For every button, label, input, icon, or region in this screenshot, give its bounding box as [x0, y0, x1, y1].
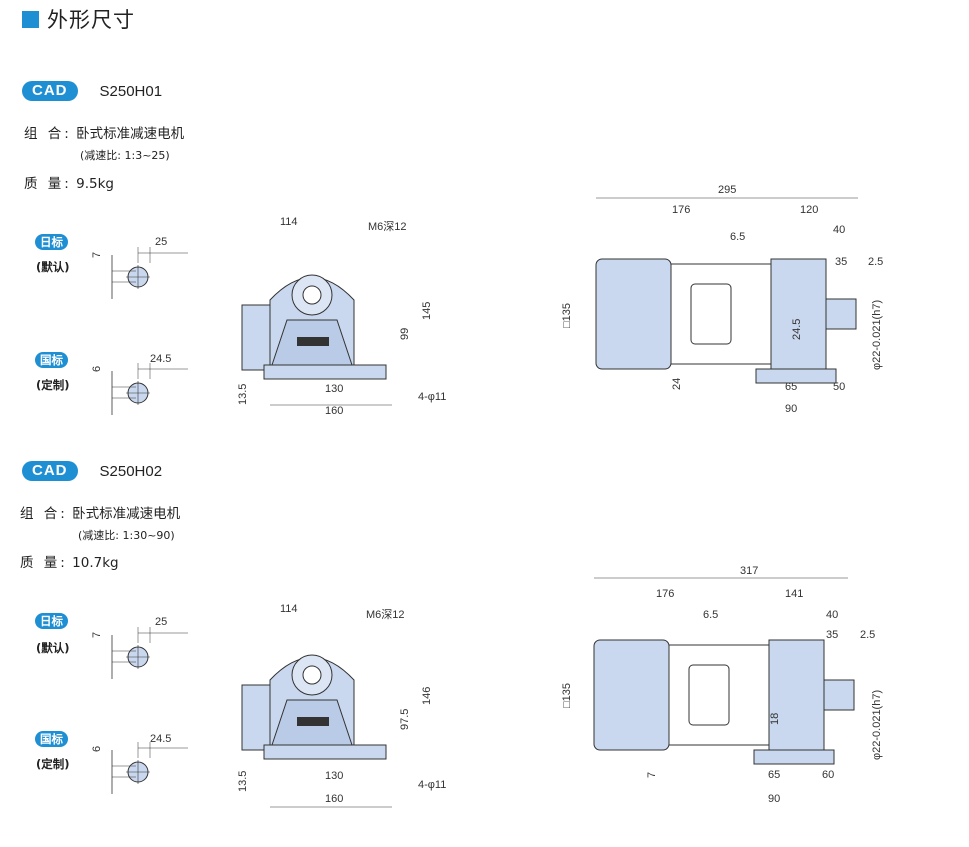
dim-145: 145: [421, 302, 433, 320]
key-jis-drawing-1: [111, 246, 189, 300]
std-jis-note: (默认): [36, 260, 70, 274]
cad-download-button[interactable]: CAD: [22, 81, 78, 101]
model-name: S250H01: [99, 82, 163, 100]
dim-130: 130: [325, 383, 343, 395]
dim-18: 18: [769, 713, 781, 725]
weight-value: 9.5kg: [76, 176, 114, 192]
dim-135: □135: [561, 303, 573, 328]
dim-7: 7: [646, 772, 658, 778]
dim-97-5: 97.5: [399, 709, 411, 730]
model-name: S250H02: [99, 462, 163, 480]
dim-13-5: 13.5: [237, 771, 249, 792]
dim-key-h: 6: [91, 366, 103, 372]
std-jis-badge: 日标: [35, 234, 68, 250]
std-gb-note: (定制): [36, 757, 70, 771]
dim-shaft-dia: φ22-0.021(h7): [871, 690, 883, 760]
dim-40: 40: [826, 609, 838, 621]
weight-line: 质 量: 10.7kg: [20, 551, 119, 571]
dim-2-5: 2.5: [868, 256, 883, 268]
combo-label: 组 合:: [24, 126, 72, 142]
key-jis-drawing-2: [111, 626, 189, 680]
dim-114: 114: [280, 603, 298, 615]
dim-114: 114: [280, 216, 298, 228]
side-view-2: [593, 639, 855, 765]
dim-shaft: 25: [155, 236, 167, 248]
cad-row-2: CAD S250H02: [22, 461, 162, 481]
dim-shaft: 24.5: [150, 353, 171, 365]
dim-6-5: 6.5: [730, 231, 745, 243]
dim-50: 50: [833, 381, 845, 393]
dim-160: 160: [325, 793, 343, 805]
dim-176: 176: [656, 588, 674, 600]
weight-line: 质 量: 9.5kg: [24, 172, 114, 192]
dim-65: 65: [768, 769, 780, 781]
front-view-2: [241, 654, 387, 760]
dim-35: 35: [826, 629, 838, 641]
dim-holes: 4-φ11: [418, 779, 446, 791]
combo-line: 组 合: 卧式标准减速电机: [24, 122, 184, 142]
dim-shaft: 24.5: [150, 733, 171, 745]
dim-40: 40: [833, 224, 845, 236]
dim-24-5: 24.5: [791, 319, 803, 340]
std-jis-badge: 日标: [35, 613, 68, 629]
weight-label: 质 量:: [20, 555, 68, 571]
std-jis-note: (默认): [36, 641, 70, 655]
cad-row-1: CAD S250H01: [22, 81, 162, 101]
ratio-note: (减速比: 1:30~90): [78, 529, 175, 542]
dim-6-5: 6.5: [703, 609, 718, 621]
dim-160: 160: [325, 405, 343, 417]
key-gb-drawing-2: [111, 741, 189, 795]
dim-60: 60: [822, 769, 834, 781]
dim-317: 317: [740, 565, 758, 577]
std-gb-badge: 国标: [35, 731, 68, 747]
dim-99: 99: [399, 328, 411, 340]
ratio-note: (减速比: 1:3~25): [80, 149, 170, 162]
dim-key-h: 6: [91, 746, 103, 752]
key-gb-drawing-1: [111, 362, 189, 416]
std-gb-note: (定制): [36, 378, 70, 392]
weight-value: 10.7kg: [72, 555, 119, 571]
combo-value: 卧式标准减速电机: [76, 126, 185, 142]
weight-label: 质 量:: [24, 176, 72, 192]
dim-bolt: M6深12: [366, 608, 405, 621]
dim-35: 35: [835, 256, 847, 268]
std-gb-badge: 国标: [35, 352, 68, 368]
dim-shaft: 25: [155, 616, 167, 628]
dim-135: □135: [561, 683, 573, 708]
dim-295: 295: [718, 184, 736, 196]
dim-90: 90: [785, 403, 797, 415]
dim-120: 120: [800, 204, 818, 216]
dim-key-h: 7: [91, 632, 103, 638]
page-title: 外形尺寸: [47, 8, 135, 32]
combo-line: 组 合: 卧式标准减速电机: [20, 502, 180, 522]
dim-key-h: 7: [91, 252, 103, 258]
dim-65: 65: [785, 381, 797, 393]
dim-141: 141: [785, 588, 803, 600]
cad-download-button[interactable]: CAD: [22, 461, 78, 481]
dim-146: 146: [421, 687, 433, 705]
dim-13-5: 13.5: [237, 384, 249, 405]
dim-90: 90: [768, 793, 780, 805]
dim-bolt: M6深12: [368, 220, 407, 233]
dim-holes: 4-φ11: [418, 391, 446, 403]
dim-24: 24: [671, 378, 683, 390]
dim-130: 130: [325, 770, 343, 782]
section-title: 外形尺寸: [22, 4, 135, 34]
combo-value: 卧式标准减速电机: [72, 506, 181, 522]
front-view-1: [241, 274, 387, 380]
dim-2-5: 2.5: [860, 629, 875, 641]
dim-shaft-dia: φ22-0.021(h7): [871, 300, 883, 370]
dim-176: 176: [672, 204, 690, 216]
title-square-icon: [22, 10, 39, 28]
combo-label: 组 合:: [20, 506, 68, 522]
side-view-1: [595, 258, 857, 384]
